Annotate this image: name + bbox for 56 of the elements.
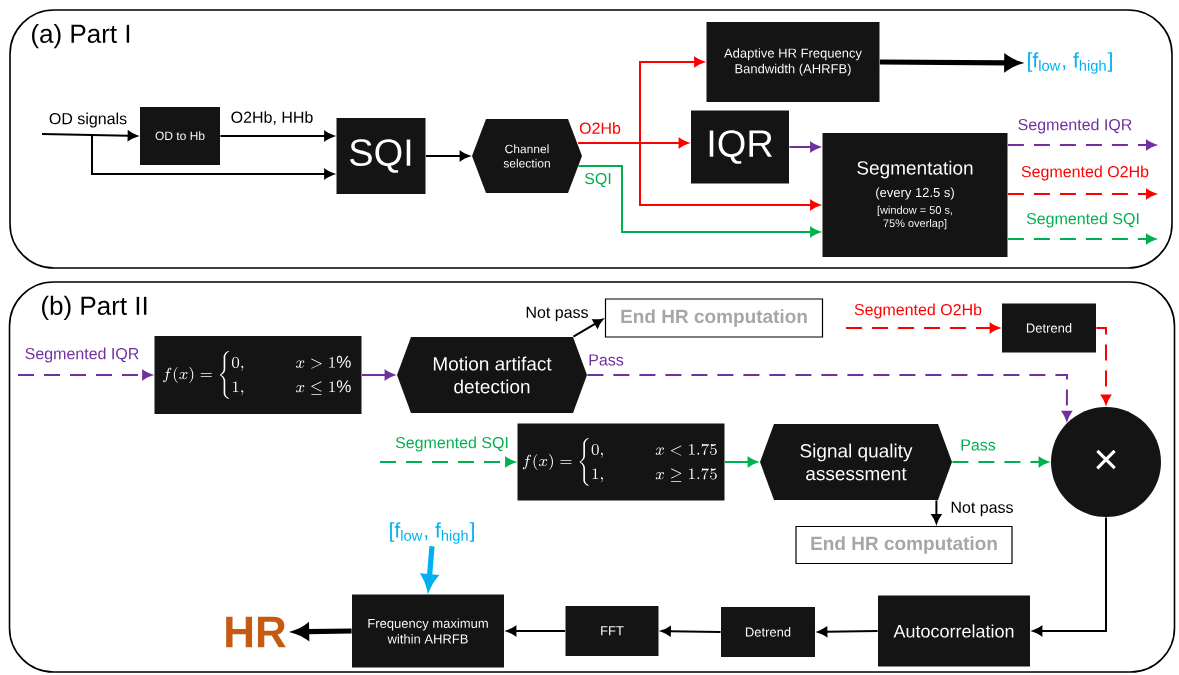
arrow bbox=[661, 626, 722, 637]
formula-box: $f(x)=\begin{cases}0, & \qquad x<1.75 \\ 1, & \qquad x\geq 1.75\end{cases}$ bbox=[517, 423, 725, 501]
terminal-box: End HR computation bbox=[604, 298, 824, 338]
process-box: Frequency maximum within AHRFB bbox=[352, 594, 504, 668]
arrow bbox=[1006, 140, 1156, 150]
arrow bbox=[931, 499, 942, 524]
process-box: OD to Hb bbox=[140, 107, 220, 165]
arrow bbox=[577, 142, 820, 210]
edge-label: Segmented IQR bbox=[22, 345, 142, 365]
edge-label: O2Hb, HHb bbox=[228, 109, 316, 127]
edge-label: Segmented SQI bbox=[393, 434, 511, 454]
process-box: SQI bbox=[336, 118, 426, 194]
arrow bbox=[506, 626, 567, 636]
formula-box: $f(x)=\begin{cases}0, & \qquad x>1\% \\ 1, & \qquad x\leq 1\%\end{cases}$ bbox=[154, 336, 362, 414]
arrow bbox=[845, 323, 1000, 333]
arrow bbox=[41, 130, 138, 141]
edge-label: Not pass bbox=[523, 304, 591, 324]
arrow bbox=[951, 457, 1049, 467]
edge-label: Pass bbox=[958, 437, 998, 453]
arrow bbox=[572, 318, 604, 338]
edge-label: OD signals bbox=[46, 110, 130, 130]
edge-label: Segmented IQR bbox=[1015, 116, 1135, 136]
terminal-box: End HR computation bbox=[795, 525, 1013, 565]
edge-label: Segmented O2Hb bbox=[851, 301, 985, 321]
output-text: [f$_{low}$, f$_{high}$] bbox=[1028, 52, 1112, 74]
process-box: IQR bbox=[691, 110, 789, 184]
edge-label: Pass bbox=[586, 352, 626, 368]
edge-label: Segmented O2Hb bbox=[1018, 163, 1152, 183]
process-box: Autocorrelation bbox=[878, 595, 1030, 667]
edge-label: SQI bbox=[582, 170, 614, 190]
edge-label: Not pass bbox=[948, 499, 1016, 519]
arrow bbox=[817, 626, 879, 637]
arrow bbox=[788, 142, 820, 152]
arrow bbox=[1095, 327, 1111, 405]
arrow bbox=[91, 133, 334, 179]
output-text: [f$_{low}$, f$_{high}$] bbox=[390, 522, 474, 544]
arrow bbox=[586, 374, 1072, 421]
arrow bbox=[360, 370, 395, 380]
arrow bbox=[723, 457, 758, 467]
process-box: FFT bbox=[565, 606, 659, 656]
arrow bbox=[1006, 234, 1156, 244]
process-box: Detrend bbox=[721, 607, 815, 657]
arrow bbox=[1006, 189, 1156, 199]
hexagon-box: Motion artifact detection bbox=[397, 337, 587, 413]
arrow bbox=[17, 370, 152, 380]
output-text: HR bbox=[226, 616, 286, 648]
hexagon-box: Signal quality assessment bbox=[760, 424, 952, 500]
arrow bbox=[379, 457, 515, 467]
process-box: Adaptive HR Frequency Bandwidth (AHRFB) bbox=[706, 22, 880, 102]
edge-label: Segmented SQI bbox=[1024, 210, 1142, 230]
arrow bbox=[1032, 516, 1107, 636]
process-box: Segmentation (every 12.5 s) [window = 50 s, 75% overlap] bbox=[822, 133, 1008, 257]
arrow bbox=[424, 151, 470, 161]
process-box: Detrend bbox=[1002, 303, 1096, 353]
arrow bbox=[577, 165, 820, 237]
arrow bbox=[219, 131, 334, 141]
